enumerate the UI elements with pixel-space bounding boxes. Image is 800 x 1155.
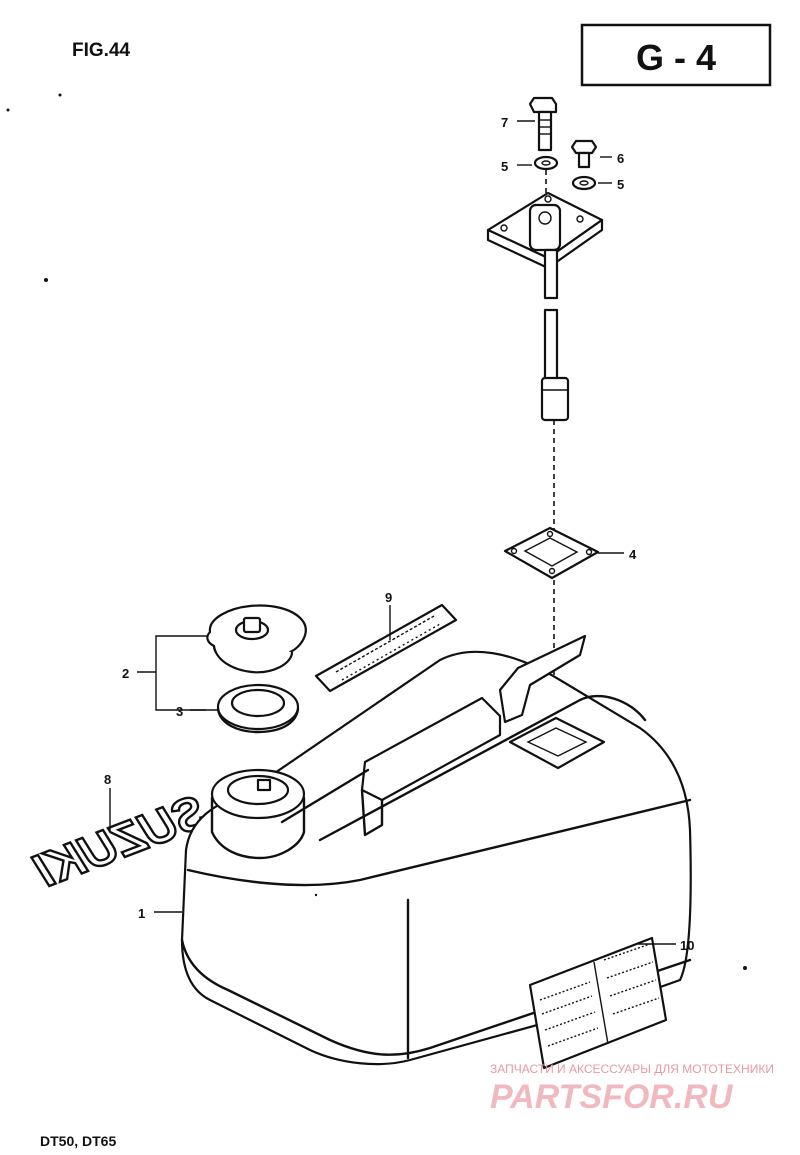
callout-5-left: 5 (501, 159, 508, 174)
callout-3: 3 (176, 704, 183, 719)
part-3-seal (216, 683, 300, 734)
part-5-washer-left (533, 155, 559, 171)
callout-7: 7 (501, 115, 508, 130)
callout-10: 10 (680, 938, 694, 953)
leader-lines (109, 120, 676, 945)
figure-number: FIG.44 (72, 40, 131, 61)
section-code-box: G - 4 (580, 23, 772, 87)
section-code: G - 4 (636, 37, 716, 78)
callout-6: 6 (617, 151, 624, 166)
callout-8: 8 (104, 772, 111, 787)
watermark-tagline: ЗАПЧАСТИ И АКСЕССУАРЫ ДЛЯ МОТОТЕХНИКИ (490, 1062, 774, 1076)
callout-5-right: 5 (617, 177, 624, 192)
callout-1: 1 (138, 906, 145, 921)
part-4-gasket (503, 526, 600, 720)
callout-9: 9 (385, 590, 392, 605)
part-7-bolt (528, 96, 558, 152)
callout-2: 2 (122, 666, 129, 681)
callout-4: 4 (629, 547, 637, 562)
part-6-bolt (570, 139, 598, 169)
part-9-decal (314, 603, 458, 693)
watermark-site: PARTSFOR.RU (490, 1078, 734, 1116)
fuel-pickup-assembly (486, 170, 604, 540)
part-2-fuel-cap (206, 604, 307, 674)
model-list: DT50, DT65 (40, 1133, 116, 1149)
part-10-label (528, 936, 668, 1070)
part-5-washer-right (571, 175, 597, 191)
part-1-fuel-tank (180, 634, 692, 1066)
